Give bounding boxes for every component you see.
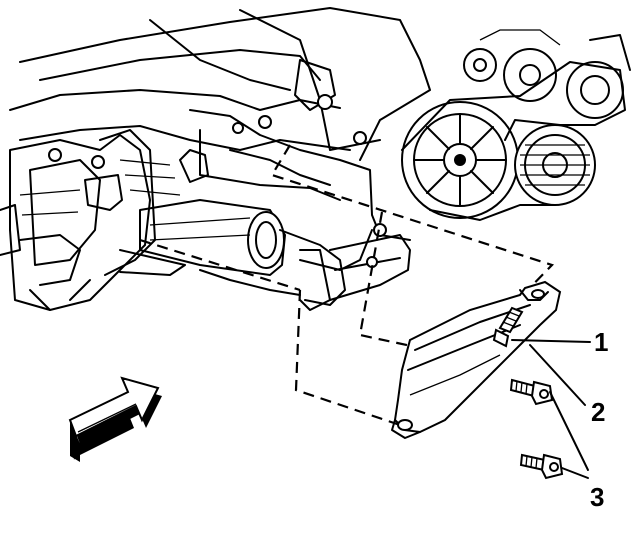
assembly-guide-lines <box>139 144 555 427</box>
engine-upper-structure <box>9 7 431 241</box>
callout-label-3: 3 <box>590 482 605 512</box>
callout-leaders <box>511 339 591 479</box>
accessory-drive <box>401 29 631 221</box>
pipe-assembly <box>139 199 387 306</box>
bolt-3 <box>519 453 564 480</box>
bolt-2 <box>509 378 554 406</box>
splash-shield-bracket <box>391 280 562 439</box>
front-arrow-icon <box>68 376 162 462</box>
oil-pan <box>299 234 411 311</box>
callout-label-1: 1 <box>594 327 609 357</box>
callout-label-2: 2 <box>591 397 606 427</box>
engine-left-mass <box>0 129 186 311</box>
bolt-1 <box>492 306 524 348</box>
